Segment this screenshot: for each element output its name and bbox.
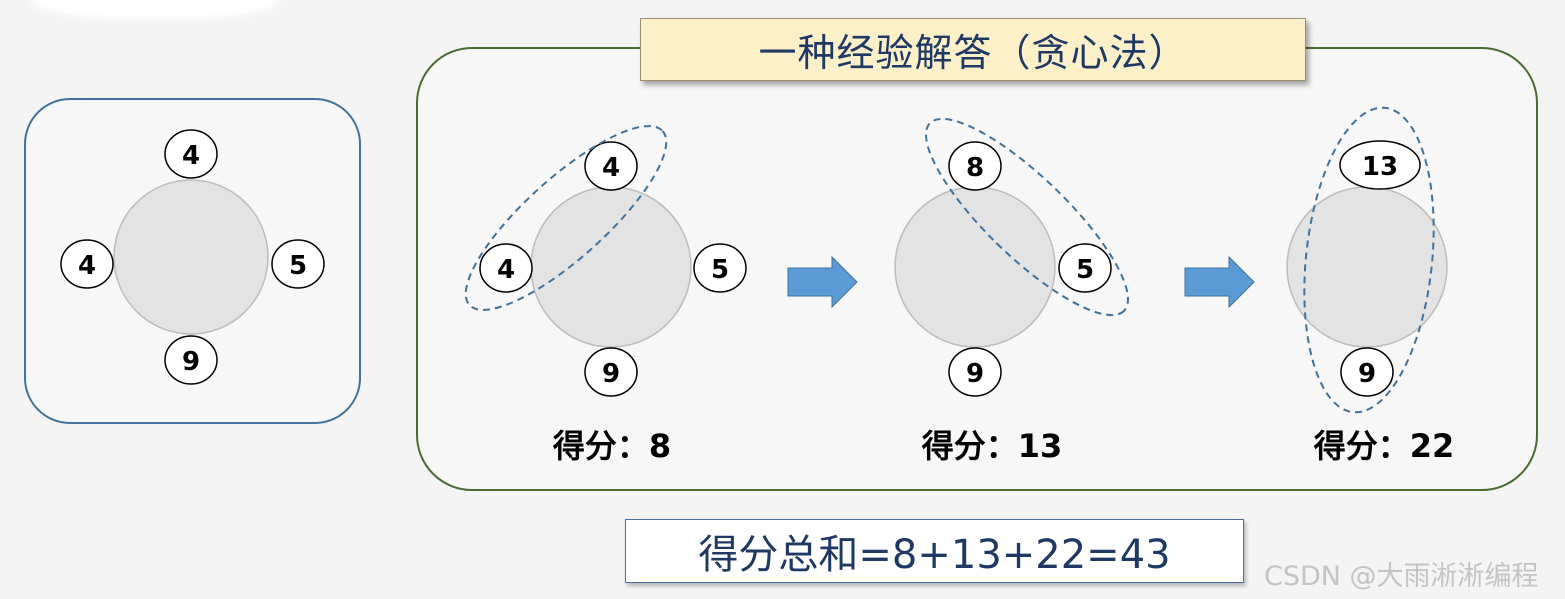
total-score-box: 得分总和=8+13+22=43 — [625, 519, 1244, 583]
stone-value-top: 4 — [182, 141, 200, 171]
stone-node-bottom — [584, 347, 638, 397]
step-score: 得分：22 — [1314, 427, 1455, 465]
stone-value-bottom: 9 — [1358, 359, 1376, 389]
stone-node-top — [584, 141, 638, 191]
step-2: 8 5 9 得分：13 — [894, 117, 1130, 465]
stone-node-top — [1339, 140, 1421, 190]
step-1: 4 4 5 9 得分：8 — [464, 125, 747, 465]
stone-value-bottom: 9 — [182, 347, 200, 377]
stone-value-right: 5 — [711, 255, 729, 285]
stone-value-right: 5 — [1076, 255, 1094, 285]
step-score: 得分：13 — [922, 427, 1063, 465]
table-circle — [1286, 186, 1448, 348]
table-circle — [113, 179, 269, 335]
step-score: 得分：8 — [553, 427, 671, 465]
right-arrow-icon — [787, 255, 858, 309]
merge-selection-ellipse — [464, 125, 668, 311]
right-arrow-icon — [1184, 255, 1255, 309]
stone-value-bottom: 9 — [966, 359, 984, 389]
stone-value-top: 4 — [602, 153, 620, 183]
stone-node-right — [693, 243, 747, 293]
stone-node-bottom — [1340, 347, 1394, 397]
stone-value-top: 13 — [1362, 152, 1398, 182]
stone-node-right — [1058, 243, 1112, 293]
stone-node-top — [948, 141, 1002, 191]
stone-node-left — [60, 239, 114, 289]
stone-value-left: 4 — [78, 251, 96, 281]
diagram-title: 一种经验解答（贪心法） — [640, 18, 1306, 81]
table-circle — [530, 186, 692, 348]
merge-selection-ellipse — [924, 117, 1130, 317]
stone-value-bottom: 9 — [602, 359, 620, 389]
table-circle — [894, 186, 1056, 348]
stone-node-left — [479, 243, 533, 293]
initial-state: 4 4 5 9 — [60, 129, 325, 385]
stone-node-bottom — [948, 347, 1002, 397]
merge-selection-ellipse — [1303, 106, 1435, 414]
stone-node-top — [164, 129, 218, 179]
stone-node-bottom — [164, 335, 218, 385]
stone-value-right: 5 — [289, 251, 307, 281]
watermark-text: CSDN @大雨淅淅编程 — [1264, 561, 1539, 592]
background-blob — [30, 0, 280, 20]
stone-node-right — [271, 239, 325, 289]
stone-value-left: 4 — [497, 255, 515, 285]
step-3: 13 9 得分：22 — [1286, 106, 1455, 465]
stone-value-top: 8 — [966, 153, 984, 183]
